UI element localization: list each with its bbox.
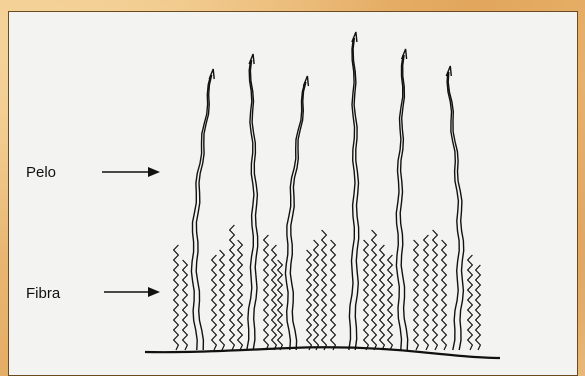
down-fiber-3 [212, 255, 217, 350]
down-fiber-13 [331, 240, 336, 350]
down-fiber-6 [238, 240, 243, 350]
down-fiber-16 [380, 245, 385, 350]
down-fiber-22 [468, 255, 473, 350]
down-fiber-9 [278, 260, 283, 350]
guard-hair-1 [196, 75, 212, 350]
down-fiber-15 [372, 230, 377, 350]
label-fibra: Fibra [26, 285, 61, 302]
down-fibers [174, 225, 481, 350]
label-pelo: Pelo [26, 164, 56, 181]
down-fiber-21 [442, 240, 447, 350]
down-fiber-8 [272, 245, 277, 350]
down-fiber-19 [424, 235, 429, 350]
ground-line [145, 347, 500, 358]
arrow-fibra [104, 287, 160, 297]
down-fiber-11 [314, 240, 319, 350]
down-fiber-1 [174, 245, 179, 350]
down-fiber-5 [230, 225, 235, 350]
down-fiber-23 [476, 265, 481, 350]
down-fiber-10 [307, 250, 312, 350]
guard-hair-5 [400, 55, 408, 350]
down-fiber-20 [433, 230, 438, 350]
down-fiber-12 [322, 230, 327, 350]
down-fiber-4 [220, 250, 225, 350]
guard-hair-4 [349, 38, 355, 350]
down-fiber-2 [183, 260, 188, 350]
down-fiber-7 [264, 235, 269, 350]
down-fiber-14 [364, 240, 369, 350]
down-fiber-18 [414, 240, 419, 350]
guard-hair-3 [290, 82, 306, 350]
arrow-pelo [102, 167, 160, 177]
down-fiber-17 [388, 255, 393, 350]
